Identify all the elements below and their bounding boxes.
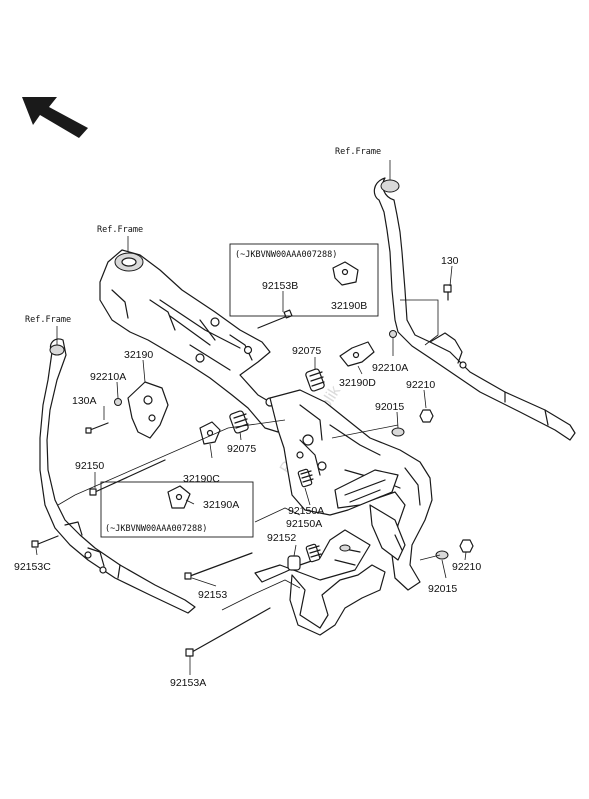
label-92015-bottom: 92015 <box>428 583 457 595</box>
lower-bracket <box>254 529 386 636</box>
label-92210-bottom: 92210 <box>452 561 481 573</box>
bracket-32190B <box>332 261 359 286</box>
main-frame-backbone <box>99 249 284 433</box>
label-92075-mid: 92075 <box>227 443 256 455</box>
right-down-tube <box>373 177 576 441</box>
nut-92210-right <box>419 409 434 423</box>
leader-lines <box>35 160 467 675</box>
washer-92015-top <box>391 427 405 437</box>
bolt-92150 <box>89 459 166 496</box>
label-130A: 130A <box>72 395 97 407</box>
bolt-130 <box>443 284 452 301</box>
label-92210A-left: 92210A <box>90 371 126 383</box>
bolt-92153B <box>257 309 293 329</box>
collar-92152 <box>287 555 301 571</box>
serial-box-top <box>229 243 379 317</box>
label-32190B: 32190B <box>331 300 367 312</box>
rubber-92075-top <box>305 368 325 392</box>
label-92150A-2: 92150A <box>286 518 322 530</box>
label-92015-top: 92015 <box>375 401 404 413</box>
label-92075-top: 92075 <box>292 345 321 357</box>
washer-92210A-right <box>389 330 397 338</box>
bolt-130A <box>85 422 109 434</box>
bolt-92153C <box>31 535 59 548</box>
spring-92150A-lower <box>305 543 322 563</box>
label-130: 130 <box>441 255 459 267</box>
label-32190D: 32190D <box>339 377 376 389</box>
label-92153A: 92153A <box>170 677 206 689</box>
bracket-32190D <box>339 341 375 367</box>
nut-92210-bottom <box>459 539 474 553</box>
label-92153B: 92153B <box>262 280 298 292</box>
label-92153: 92153 <box>198 589 227 601</box>
left-down-tube <box>39 338 196 614</box>
bracket-32190A <box>167 485 191 509</box>
callout-labels: Ref.Frame Ref.Frame Ref.Frame (~JKBVNW00… <box>14 147 481 689</box>
label-serial-top: (~JKBVNW00AAA007288) <box>235 250 337 260</box>
front-direction-arrow-icon <box>22 97 88 138</box>
rubber-92075-middle <box>229 410 249 434</box>
bolt-92153 <box>184 552 253 580</box>
bracket-32190 <box>127 381 169 439</box>
washer-92210A-left <box>114 398 122 406</box>
bolt-92153A <box>185 607 271 657</box>
label-92150A-1: 92150A <box>288 505 324 517</box>
label-32190: 32190 <box>124 349 153 361</box>
label-ref-frame-center: Ref.Frame <box>97 225 143 235</box>
label-92150: 92150 <box>75 460 104 472</box>
label-32190A: 32190A <box>203 499 239 511</box>
washer-92015-bottom <box>435 550 449 560</box>
label-ref-frame-top-right: Ref.Frame <box>335 147 381 157</box>
label-92153C: 92153C <box>14 561 51 573</box>
label-92152: 92152 <box>267 532 296 544</box>
spring-92150A <box>297 468 314 488</box>
serial-box-bottom <box>100 481 254 538</box>
frame-lower-cradle <box>269 389 433 591</box>
label-92210-right-top: 92210 <box>406 379 435 391</box>
label-92210A-right: 92210A <box>372 362 408 374</box>
label-serial-bottom: (~JKBVNW00AAA007288) <box>105 524 207 534</box>
label-32190C: 32190C <box>183 473 220 485</box>
label-ref-frame-left: Ref.Frame <box>25 315 71 325</box>
